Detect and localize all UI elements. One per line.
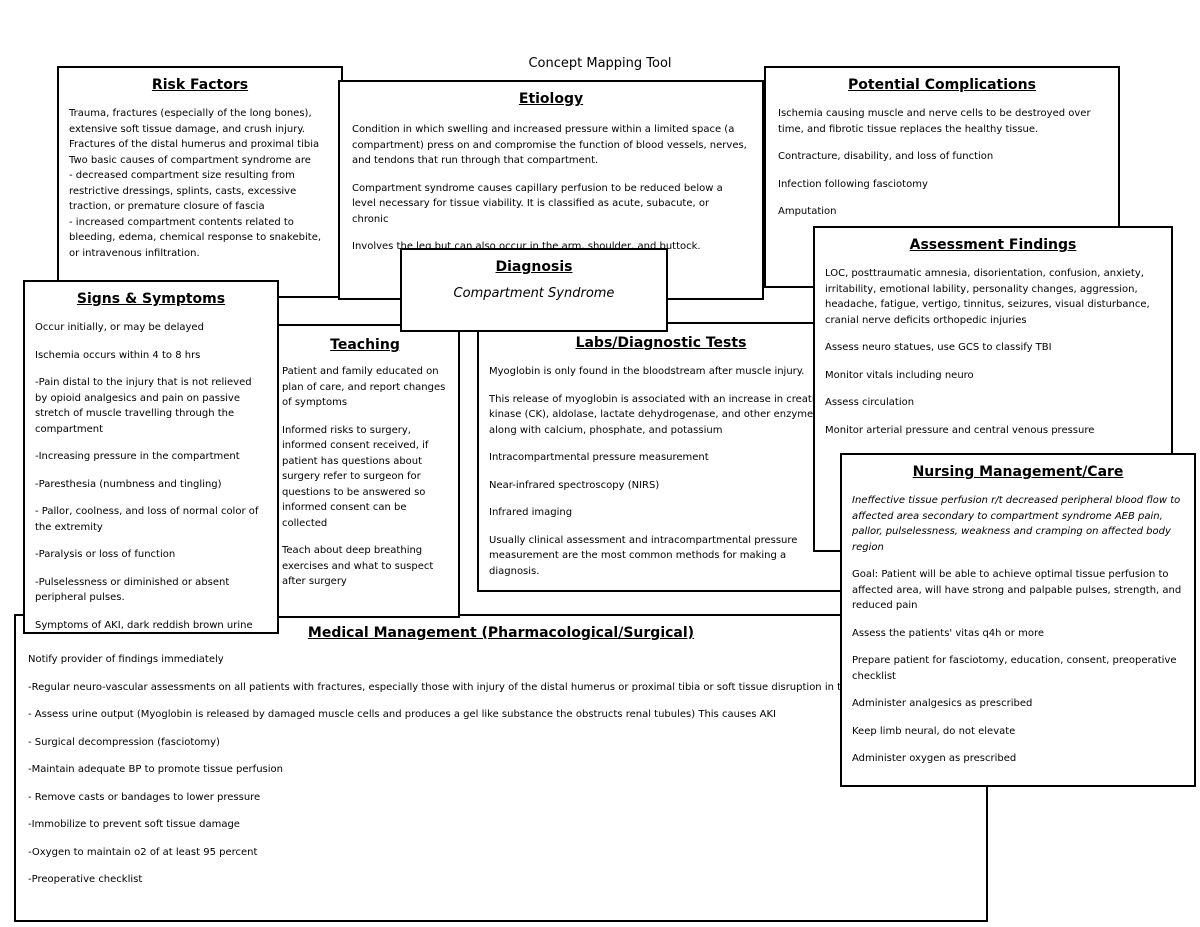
diagnosis-value: Compartment Syndrome bbox=[453, 286, 615, 301]
nursing-item: Assess the patients' vitas q4h or more bbox=[852, 627, 1044, 639]
labs-item: Intracompartmental pressure measurement bbox=[489, 452, 709, 463]
symptom-item: Symptoms of AKI, dark reddish brown urin… bbox=[35, 619, 253, 631]
symptom-item: -Increasing pressure in the compartment bbox=[35, 451, 240, 462]
teaching-item: Informed risks to surgery, informed cons… bbox=[282, 424, 429, 529]
assessment-item: Assess neuro statues, use GCS to classif… bbox=[825, 342, 1052, 353]
complication-item: Infection following fasciotomy bbox=[778, 178, 928, 190]
assessment-item: Monitor arterial pressure and central ve… bbox=[825, 424, 1095, 436]
assessment-item: LOC, posttraumatic amnesia, disorientati… bbox=[825, 268, 1150, 326]
medical-management-item: -Maintain adequate BP to promote tissue … bbox=[28, 764, 283, 775]
labs-item: Myoglobin is only found in the bloodstre… bbox=[489, 366, 805, 377]
nursing-management-box: Nursing Management/Care Ineffective tiss… bbox=[840, 453, 1196, 787]
complication-item: Contracture, disability, and loss of fun… bbox=[778, 151, 994, 162]
etiology-heading: Etiology bbox=[518, 91, 584, 107]
assessment-item: Assess circulation bbox=[825, 397, 915, 408]
labs-item: Usually clinical assessment and intracom… bbox=[489, 534, 798, 577]
teaching-box: Teaching Patient and family educated on … bbox=[268, 324, 460, 618]
symptom-item: -Paresthesia (numbness and tingling) bbox=[35, 478, 222, 490]
teaching-item: Patient and family educated on plan of c… bbox=[282, 366, 446, 408]
risk-factor-line: Two basic causes of compartment syndrome… bbox=[69, 154, 311, 166]
labs-box: Labs/Diagnostic Tests Myoglobin is only … bbox=[477, 322, 845, 592]
medical-management-item: Notify provider of findings immediately bbox=[28, 654, 224, 665]
etiology-paragraph: Involves the leg but can also occur in t… bbox=[352, 241, 701, 252]
complication-item: Amputation bbox=[778, 206, 837, 217]
labs-item: This release of myoglobin is associated … bbox=[489, 393, 828, 436]
symptom-item: -Paralysis or loss of function bbox=[35, 549, 176, 560]
medical-management-item: - Surgical decompression (fasciotomy) bbox=[28, 736, 220, 748]
symptom-item: Occur initially, or may be delayed bbox=[35, 322, 204, 333]
assessment-findings-heading: Assessment Findings bbox=[909, 237, 1077, 253]
labs-item: Near-infrared spectroscopy (NIRS) bbox=[489, 479, 660, 491]
diagnosis-heading: Diagnosis bbox=[495, 259, 573, 275]
risk-factor-line: Fractures of the distal humerus and prox… bbox=[69, 139, 320, 150]
symptom-item: Ischemia occurs within 4 to 8 hrs bbox=[35, 349, 201, 361]
symptom-item: - Pallor, coolness, and loss of normal c… bbox=[35, 506, 259, 533]
labs-heading: Labs/Diagnostic Tests bbox=[575, 335, 747, 351]
nursing-item: Prepare patient for fasciotomy, educatio… bbox=[852, 655, 1177, 682]
teaching-heading: Teaching bbox=[330, 337, 400, 353]
signs-symptoms-box: Signs & Symptoms Occur initially, or may… bbox=[23, 280, 279, 634]
medical-management-heading: Medical Management (Pharmacological/Surg… bbox=[307, 625, 695, 641]
risk-factors-box: Risk Factors Trauma, fractures (especial… bbox=[57, 66, 343, 298]
medical-management-item: -Preoperative checklist bbox=[28, 874, 143, 885]
diagnosis-box: Diagnosis Compartment Syndrome bbox=[400, 248, 668, 332]
assessment-item: Monitor vitals including neuro bbox=[825, 369, 974, 381]
nursing-item: Administer oxygen as prescribed bbox=[852, 753, 1017, 764]
signs-symptoms-heading: Signs & Symptoms bbox=[76, 291, 226, 307]
etiology-paragraph: Condition in which swelling and increase… bbox=[352, 124, 747, 166]
medical-management-item: - Assess urine output (Myoglobin is rele… bbox=[28, 709, 777, 720]
nursing-diagnosis-statement: Ineffective tissue perfusion r/t decreas… bbox=[852, 495, 1181, 553]
complication-item: Ischemia causing muscle and nerve cells … bbox=[778, 108, 1091, 135]
nursing-item: Keep limb neural, do not elevate bbox=[852, 725, 1016, 737]
symptom-item: -Pain distal to the injury that is not r… bbox=[35, 377, 252, 435]
nursing-item: Administer analgesics as prescribed bbox=[852, 698, 1033, 709]
potential-complications-heading: Potential Complications bbox=[848, 77, 1036, 93]
risk-factors-heading: Risk Factors bbox=[151, 77, 249, 93]
medical-management-item: -Oxygen to maintain o2 of at least 95 pe… bbox=[28, 846, 258, 858]
teaching-item: Teach about deep breathing exercises and… bbox=[282, 545, 434, 587]
page-title: Concept Mapping Tool bbox=[528, 56, 672, 71]
risk-factor-line: Trauma, fractures (especially of the lon… bbox=[69, 108, 312, 135]
symptom-item: -Pulselessness or diminished or absent p… bbox=[35, 576, 230, 604]
nursing-management-heading: Nursing Management/Care bbox=[912, 464, 1124, 480]
risk-factor-line: - decreased compartment size resulting f… bbox=[69, 170, 297, 212]
medical-management-item: -Immobilize to prevent soft tissue damag… bbox=[28, 819, 240, 830]
labs-item: Infrared imaging bbox=[489, 507, 573, 518]
nursing-item: Goal: Patient will be able to achieve op… bbox=[852, 569, 1182, 611]
risk-factor-line: - increased compartment contents related… bbox=[69, 216, 322, 259]
medical-management-item: - Remove casts or bandages to lower pres… bbox=[28, 791, 261, 803]
medical-management-item: -Regular neuro-vascular assessments on a… bbox=[28, 681, 896, 693]
etiology-paragraph: Compartment syndrome causes capillary pe… bbox=[352, 182, 723, 225]
